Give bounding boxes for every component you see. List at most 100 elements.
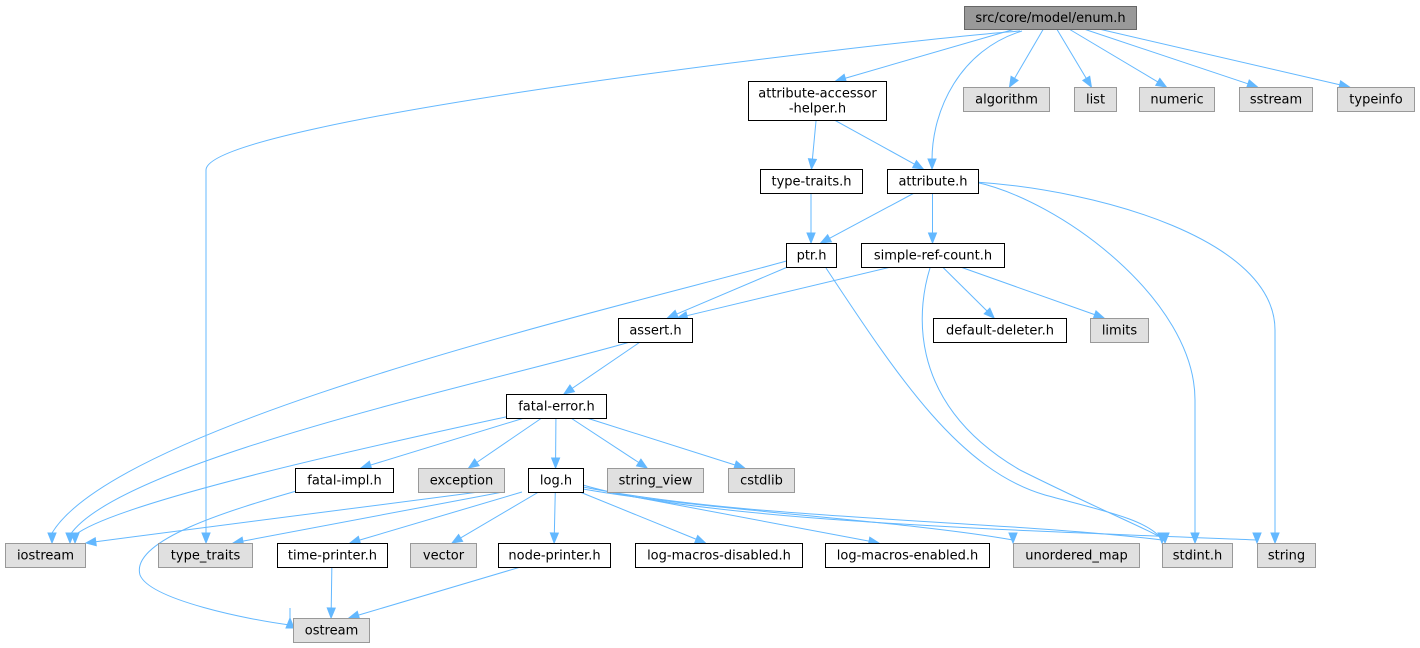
node-label-vector: vector — [423, 549, 465, 564]
node-box-type_traits[interactable] — [158, 543, 253, 568]
edges-layer — [47, 28, 1351, 629]
edge-arrowhead-fatalerr-to-log — [550, 457, 561, 470]
edge-arrowhead-fatalimpl-to-ostream — [285, 616, 295, 629]
node-list[interactable]: list — [1074, 87, 1117, 112]
node-box-cstdlib[interactable] — [728, 468, 795, 493]
node-stdint[interactable]: stdint.h — [1162, 543, 1233, 568]
node-box-iostream[interactable] — [5, 543, 86, 568]
node-numeric[interactable]: numeric — [1139, 87, 1215, 112]
node-label-type_traits: type_traits — [171, 549, 241, 564]
node-label-typetraitsh: type-traits.h — [772, 175, 852, 190]
node-stringview[interactable]: string_view — [607, 468, 704, 493]
node-srcount[interactable]: simple-ref-count.h — [861, 243, 1005, 268]
node-cstdlib[interactable]: cstdlib — [728, 468, 795, 493]
node-type_traits[interactable]: type_traits — [158, 543, 253, 568]
edge-fatalimpl-to-ostream — [138, 489, 301, 626]
node-label-attribute: attribute.h — [898, 175, 967, 190]
node-algorithm[interactable]: algorithm — [963, 87, 1050, 112]
node-label-fatalimpl: fatal-impl.h — [307, 474, 381, 489]
edge-assert-to-fatalerr — [571, 341, 641, 389]
node-box-typeinfo[interactable] — [1337, 87, 1415, 112]
node-box-ptr[interactable] — [786, 243, 837, 268]
node-box-stringview[interactable] — [607, 468, 704, 493]
node-typetraitsh[interactable]: type-traits.h — [760, 169, 863, 194]
node-umap[interactable]: unordered_map — [1013, 543, 1140, 568]
node-box-algorithm[interactable] — [963, 87, 1050, 112]
edge-attribute-to-stdint — [974, 181, 1196, 533]
node-box-nodeprinter[interactable] — [498, 543, 611, 568]
node-box-lmenabled[interactable] — [825, 543, 990, 568]
node-box-limits[interactable] — [1090, 318, 1149, 343]
node-box-exception[interactable] — [418, 468, 505, 493]
edge-log-to-lmdisabled — [579, 491, 697, 540]
node-box-srcount[interactable] — [861, 243, 1005, 268]
edge-log-to-iostream — [95, 491, 479, 543]
node-box-stdint[interactable] — [1162, 543, 1233, 568]
node-label-ptr: ptr.h — [797, 249, 827, 264]
node-attribute[interactable]: attribute.h — [887, 169, 979, 194]
edge-log-to-umap — [582, 488, 1014, 541]
node-ostream[interactable]: ostream — [293, 618, 370, 643]
edge-arrowhead-log-to-nodeprinter — [549, 532, 560, 545]
node-box-ostream[interactable] — [293, 618, 370, 643]
node-label-typeinfo: typeinfo — [1349, 93, 1402, 108]
node-typeinfo[interactable]: typeinfo — [1337, 87, 1415, 112]
edge-nodeprinter-to-ostream — [358, 566, 521, 616]
node-box-aah[interactable] — [748, 81, 887, 121]
node-label-enum: src/core/model/enum.h — [975, 11, 1125, 26]
edge-arrowhead-log-to-iostream — [84, 536, 97, 547]
edge-enum-to-algorithm — [1014, 28, 1044, 79]
node-iostream[interactable]: iostream — [5, 543, 86, 568]
node-fatalerr[interactable]: fatal-error.h — [506, 394, 607, 419]
nodes-layer: src/core/model/enum.h attribute-accessor-… — [5, 6, 1415, 643]
node-sstream[interactable]: sstream — [1239, 87, 1313, 112]
node-box-timeprinter[interactable] — [277, 543, 388, 568]
edge-arrowhead-fatalerr-to-fatalimpl — [359, 460, 373, 470]
node-box-list[interactable] — [1074, 87, 1117, 112]
node-box-assert[interactable] — [618, 318, 693, 343]
node-log[interactable]: log.h — [528, 468, 584, 493]
node-assert[interactable]: assert.h — [618, 318, 693, 343]
node-box-enum[interactable] — [964, 6, 1137, 30]
node-label-string: string — [1268, 549, 1305, 564]
node-box-numeric[interactable] — [1139, 87, 1215, 112]
node-box-log[interactable] — [528, 468, 584, 493]
edge-fatalerr-to-exception — [476, 417, 543, 463]
node-box-sstream[interactable] — [1239, 87, 1313, 112]
node-aah[interactable]: attribute-accessor-helper.h — [748, 81, 887, 121]
edge-srcount-to-limits — [960, 266, 1095, 316]
node-lmdisabled[interactable]: log-macros-disabled.h — [635, 543, 803, 568]
node-box-attribute[interactable] — [887, 169, 979, 194]
node-label-lmdisabled: log-macros-disabled.h — [647, 549, 791, 564]
node-box-fatalimpl[interactable] — [295, 468, 394, 493]
edge-ptr-to-iostream — [51, 259, 791, 534]
edge-arrowhead-attribute-to-srcount — [927, 232, 938, 245]
edge-enum-to-aah — [845, 28, 1016, 79]
node-label-lmenabled: log-macros-enabled.h — [837, 549, 978, 564]
node-nodeprinter[interactable]: node-printer.h — [498, 543, 611, 568]
node-string[interactable]: string — [1257, 543, 1316, 568]
edge-arrowhead-enum-to-aah — [834, 73, 848, 83]
node-box-typetraitsh[interactable] — [760, 169, 863, 194]
node-box-defdel[interactable] — [933, 318, 1067, 343]
node-fatalimpl[interactable]: fatal-impl.h — [295, 468, 394, 493]
node-timeprinter[interactable]: time-printer.h — [277, 543, 388, 568]
edge-arrowhead-srcount-to-limits — [1092, 310, 1106, 319]
node-vector[interactable]: vector — [410, 543, 477, 568]
node-exception[interactable]: exception — [418, 468, 505, 493]
node-defdel[interactable]: default-deleter.h — [933, 318, 1067, 343]
node-enum[interactable]: src/core/model/enum.h — [964, 6, 1137, 30]
node-box-vector[interactable] — [410, 543, 477, 568]
node-limits[interactable]: limits — [1090, 318, 1149, 343]
edge-ptr-to-stdint — [825, 267, 1163, 542]
edge-arrowhead-fatalerr-to-stringview — [635, 458, 649, 469]
node-box-lmdisabled[interactable] — [635, 543, 803, 568]
edge-arrowhead-aah-to-attribute — [911, 159, 925, 170]
node-ptr[interactable]: ptr.h — [786, 243, 837, 268]
edge-log-to-stdint — [582, 486, 1163, 541]
node-box-fatalerr[interactable] — [506, 394, 607, 419]
node-box-umap[interactable] — [1013, 543, 1140, 568]
node-lmenabled[interactable]: log-macros-enabled.h — [825, 543, 990, 568]
edge-arrowhead-nodeprinter-to-ostream — [347, 610, 361, 620]
node-box-string[interactable] — [1257, 543, 1316, 568]
